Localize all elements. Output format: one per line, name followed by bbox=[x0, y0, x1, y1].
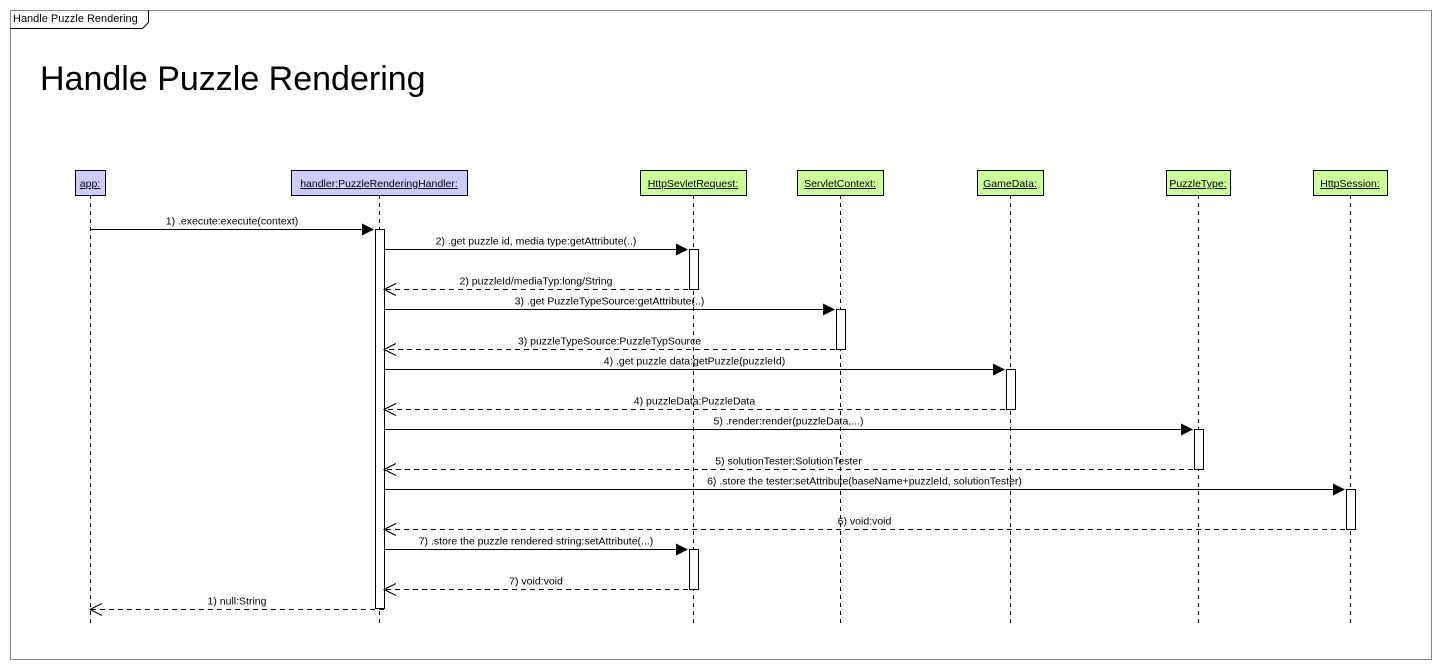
message-arrowhead bbox=[676, 243, 688, 256]
message-arrowhead bbox=[362, 223, 374, 236]
activation-bar-request bbox=[689, 549, 699, 590]
message-label: 7) void:void bbox=[509, 576, 563, 588]
message-label: 2) .get puzzle id, media type:getAttribu… bbox=[436, 236, 637, 248]
activation-bar-session bbox=[1346, 489, 1356, 530]
message-label: 6) void:void bbox=[838, 516, 892, 528]
message-arrowhead bbox=[993, 363, 1005, 376]
message-label: 2) puzzleId/mediaTyp:long/String bbox=[460, 276, 613, 288]
activation-bar-handler bbox=[375, 229, 385, 609]
lifeline-label-gamedata: GameData: bbox=[983, 178, 1037, 190]
message-arrowhead bbox=[382, 463, 397, 476]
message-label: 5) solutionTester:SolutionTester bbox=[715, 456, 862, 468]
message-arrowhead bbox=[382, 583, 397, 596]
message-arrowhead bbox=[382, 523, 397, 536]
message-arrowhead bbox=[382, 343, 397, 356]
message-label: 6) .store the tester:setAttribute(baseNa… bbox=[707, 476, 1022, 488]
message-label: 7) .store the puzzle rendered string:set… bbox=[419, 536, 654, 548]
activation-bar-gamedata bbox=[1006, 369, 1016, 410]
message-arrowhead bbox=[382, 283, 397, 296]
message-label: 3) .get PuzzleTypeSource:getAttribute(..… bbox=[515, 296, 705, 308]
message-label: 5) .render:render(puzzleData,...) bbox=[714, 416, 864, 428]
message-arrowhead bbox=[676, 543, 688, 556]
lifeline-label-app: app: bbox=[80, 178, 100, 190]
message-arrowhead bbox=[1333, 483, 1345, 496]
diagram-title: Handle Puzzle Rendering bbox=[40, 60, 426, 98]
lifeline-box-handler bbox=[291, 170, 468, 196]
lifeline-label-handler: handler:PuzzleRenderingHandler: bbox=[300, 178, 458, 190]
message-label: 4) puzzleData:PuzzleData bbox=[634, 396, 756, 408]
message-arrowhead bbox=[1181, 423, 1193, 436]
activation-bar-request bbox=[689, 249, 699, 290]
activation-bar-servletctx bbox=[836, 309, 846, 350]
lifeline-box-app bbox=[75, 170, 106, 196]
activation-bar-puzzletype bbox=[1194, 429, 1204, 470]
message-label: 3) puzzleTypeSource:PuzzleTypSource bbox=[518, 336, 701, 348]
frame-tab-label: Handle Puzzle Rendering bbox=[13, 13, 138, 25]
lifeline-label-puzzletype: PuzzleType: bbox=[1169, 178, 1226, 190]
message-label: 1) .execute:execute(context) bbox=[166, 216, 299, 228]
message-arrowhead bbox=[382, 403, 397, 416]
lifeline-label-session: HttpSession: bbox=[1320, 178, 1380, 190]
message-label: 1) null:String bbox=[208, 596, 267, 608]
message-label: 4) .get puzzle data:getPuzzle(puzzleId) bbox=[604, 356, 786, 368]
lifeline-label-request: HttpSevletRequest: bbox=[648, 178, 738, 190]
lifeline-label-servletctx: ServletContext: bbox=[804, 178, 876, 190]
frame-border bbox=[10, 10, 1432, 660]
message-arrowhead bbox=[88, 603, 103, 616]
message-arrowhead bbox=[823, 303, 835, 316]
frame-tab-border bbox=[10, 10, 149, 29]
